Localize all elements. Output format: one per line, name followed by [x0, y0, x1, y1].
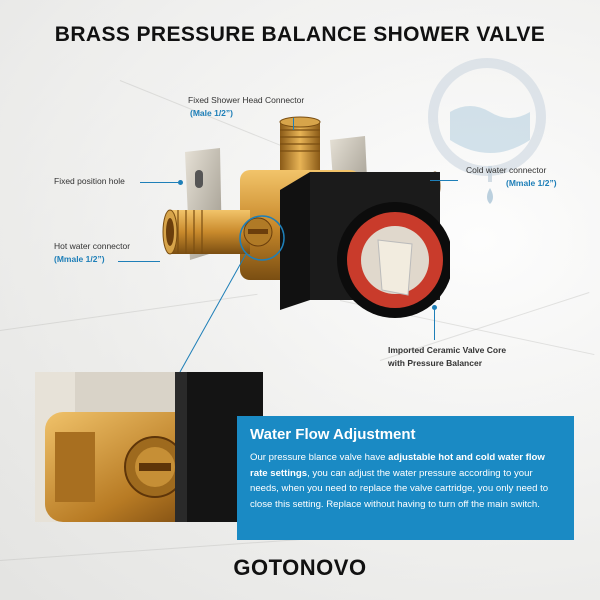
page-title: BRASS PRESSURE BALANCE SHOWER VALVE [54, 23, 546, 46]
fixed-hole-label: Fixed position hole [54, 176, 125, 186]
panel-heading: Water Flow Adjustment [250, 426, 416, 443]
hot-water-label: Hot water connector (Mmale 1/2”) [54, 241, 131, 264]
water-drop-icon [428, 58, 546, 176]
panel-text: Our pressure blance valve have adjustabl… [250, 452, 549, 510]
valve-body-image [162, 116, 450, 318]
brand-logo: GOTONOVO [233, 555, 367, 580]
info-panel: Water Flow Adjustment Our pressure blanc… [237, 416, 574, 540]
valve-core-label: Imported Ceramic Valve Core with Pressur… [388, 345, 507, 368]
shower-head-label: Fixed Shower Head Connector (Male 1/2”) [188, 95, 305, 118]
detail-zoom-image [35, 372, 263, 522]
cold-water-label: Cold water connector (Mmale 1/2”) [466, 165, 557, 188]
water-wave-icon [450, 106, 530, 204]
